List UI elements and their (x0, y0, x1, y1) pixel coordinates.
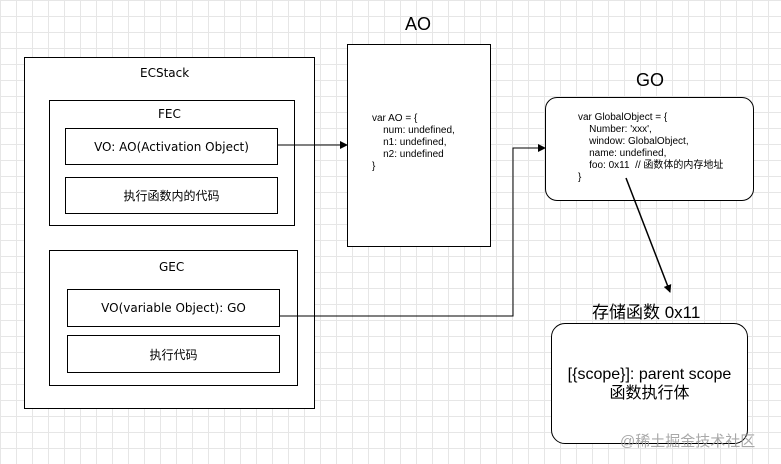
gec-vo-label: VO(variable Object): GO (101, 301, 246, 315)
go-box: var GlobalObject = { Number: 'xxx', wind… (545, 97, 754, 201)
go-title: GO (636, 70, 665, 90)
func-store-box: [{scope}]: parent scope 函数执行体 (551, 323, 748, 444)
ao-title: AO (405, 14, 432, 34)
watermark-text: @稀土掘金技术社区 (620, 433, 756, 450)
func-scope-label: [{scope}]: parent scope (567, 365, 732, 383)
fec-code-box: 执行函数内的代码 (65, 177, 278, 214)
gec-code-label: 执行代码 (149, 347, 198, 362)
go-code: var GlobalObject = { Number: 'xxx', wind… (578, 112, 724, 183)
fec-code-label: 执行函数内的代码 (123, 189, 220, 203)
gec-vo-box: VO(variable Object): GO (67, 289, 280, 327)
gec-title: GEC (159, 260, 185, 274)
func-store-title: 存储函数 0x11 (592, 303, 701, 322)
fec-title: FEC (158, 107, 181, 121)
fec-vo-box: VO: AO(Activation Object) (65, 128, 278, 165)
gec-code-box: 执行代码 (67, 335, 280, 373)
ecstack-title: ECStack (140, 66, 190, 80)
ao-box: var AO = { num: undefined, n1: undefined… (347, 44, 491, 247)
func-body-label: 函数执行体 (609, 384, 690, 402)
ao-code: var AO = { num: undefined, n1: undefined… (372, 113, 455, 172)
fec-vo-label: VO: AO(Activation Object) (94, 139, 249, 154)
